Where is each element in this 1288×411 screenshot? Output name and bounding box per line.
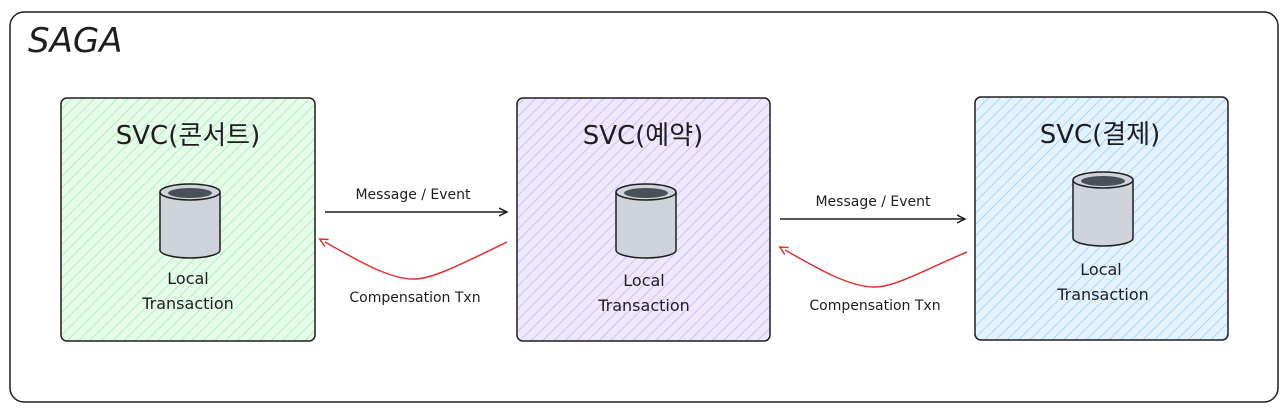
compensation-label: Compensation Txn (809, 298, 940, 314)
db-label-line2: Transaction (597, 296, 690, 315)
db-label-line1: Local (623, 271, 664, 290)
database-icon (1072, 171, 1134, 247)
service-title: SVC(콘서트) (116, 121, 261, 151)
database-icon (615, 183, 677, 259)
forward-label: Message / Event (815, 194, 931, 210)
saga-title: SAGA (28, 21, 122, 61)
database-icon (159, 183, 221, 259)
db-label-line2: Transaction (141, 294, 234, 313)
db-label-line1: Local (1080, 260, 1121, 279)
db-label-line1: Local (167, 269, 208, 288)
service-title: SVC(예약) (583, 121, 704, 151)
service-box-concert: SVC(콘서트) Local Transaction (60, 97, 316, 342)
service-box-reservation: SVC(예약) Local Transaction (516, 97, 771, 342)
arrow-group-1: Message / Event Compensation Txn (325, 187, 507, 306)
arrow-group-2: Message / Event Compensation Txn (780, 194, 968, 314)
db-label-line2: Transaction (1056, 285, 1149, 304)
service-title: SVC(결제) (1040, 120, 1161, 150)
compensation-arrow (785, 250, 968, 288)
compensation-label: Compensation Txn (349, 290, 480, 306)
compensation-arrow (325, 242, 508, 280)
service-box-payment: SVC(결제) Local Transaction (974, 96, 1229, 341)
forward-label: Message / Event (355, 187, 471, 203)
